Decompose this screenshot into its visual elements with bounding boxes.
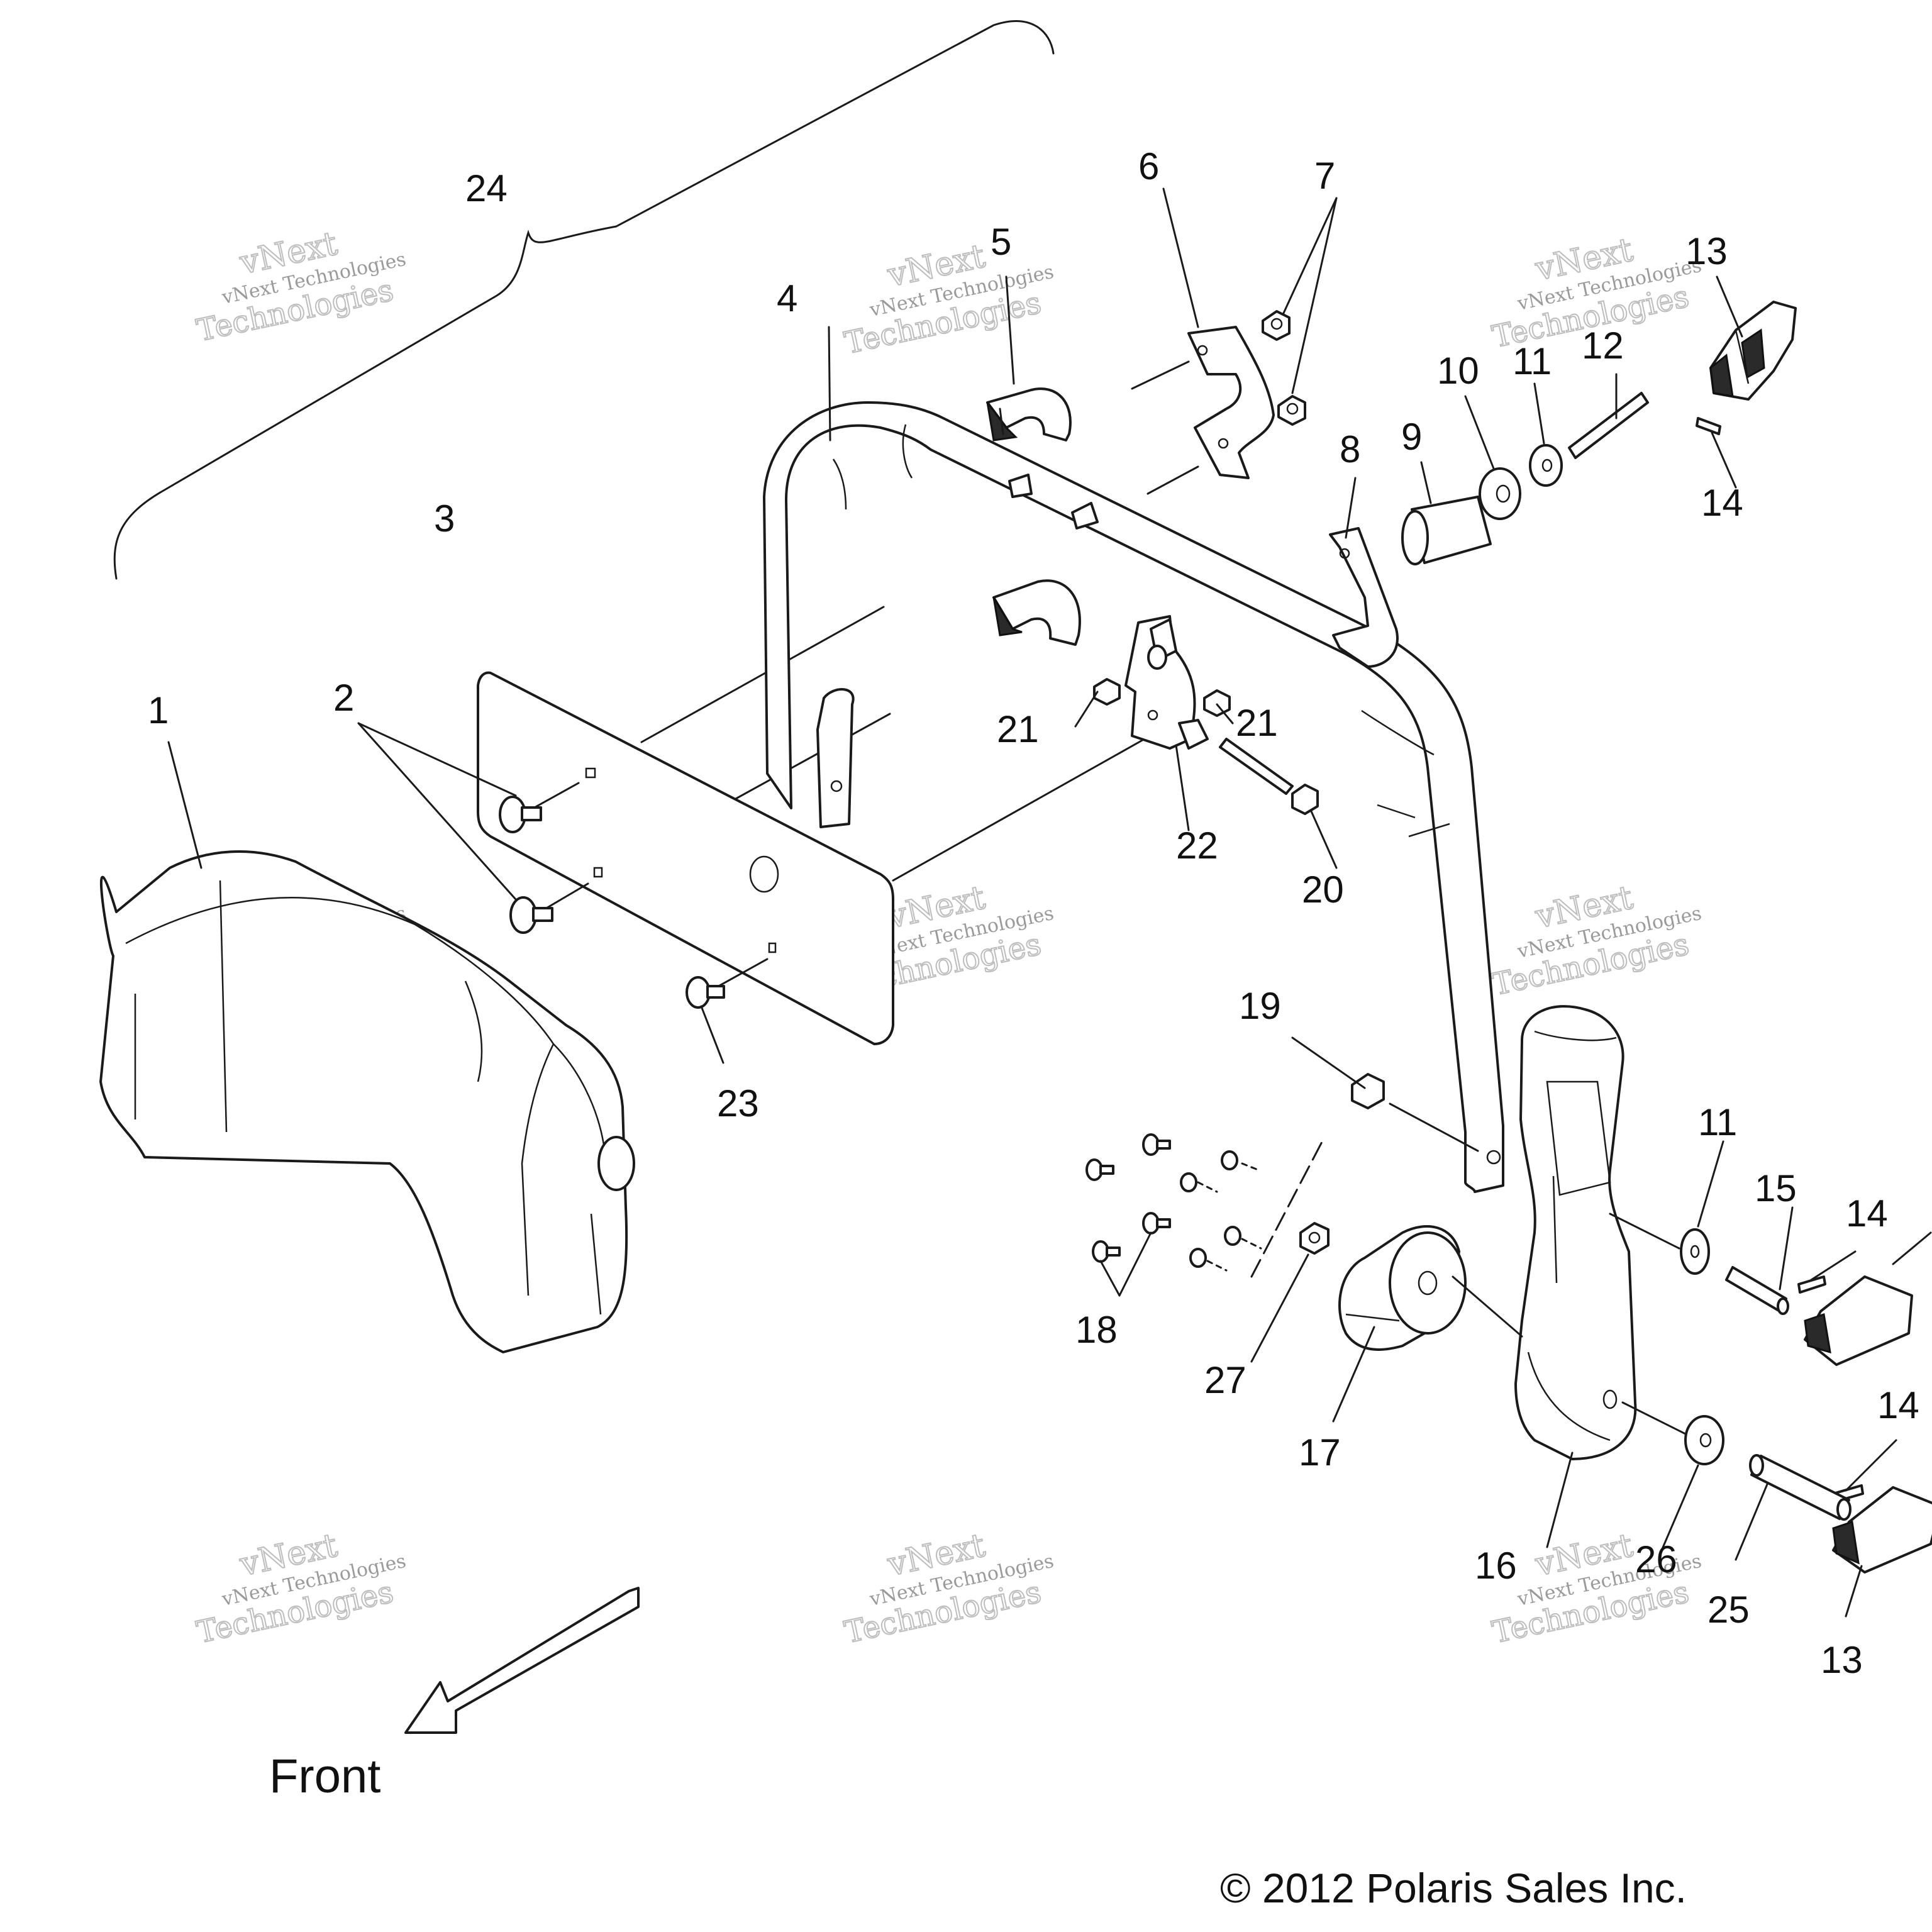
part-15-pin	[1725, 1266, 1789, 1315]
part-25-pin	[1749, 1454, 1852, 1521]
watermark: vNext vNext Technologies Technologies	[1489, 878, 1704, 1003]
callout-26: 26	[1635, 1538, 1677, 1580]
part-16-side-arm	[1514, 1005, 1637, 1460]
part-26-washer	[1684, 1415, 1724, 1465]
part-13-latch-mid	[1804, 1231, 1932, 1366]
callout-11b: 11	[1698, 1101, 1737, 1143]
callout-24: 24	[465, 167, 508, 209]
part-7-nut	[1277, 395, 1306, 426]
part-14-cotter-pin	[1696, 417, 1721, 435]
part-20-bolt	[1219, 738, 1319, 815]
part-11-washer	[1529, 444, 1563, 487]
part-19-nut	[1351, 1073, 1385, 1109]
watermark: vNext vNext Technologies Technologies	[841, 1526, 1056, 1651]
front-direction-arrow	[404, 1587, 640, 1734]
part-18-screw-set	[1085, 1133, 1325, 1278]
callout-13a: 13	[1685, 230, 1728, 272]
callout-9: 9	[1401, 416, 1422, 458]
callout-27: 27	[1204, 1359, 1246, 1401]
callout-20: 20	[1302, 869, 1344, 911]
callout-17: 17	[1299, 1431, 1341, 1474]
part-8-stop-bracket	[1329, 527, 1399, 668]
callout-14c: 14	[1877, 1384, 1919, 1426]
callout-7: 7	[1314, 155, 1335, 197]
callout-14a: 14	[1701, 482, 1743, 524]
front-label: Front	[269, 1750, 380, 1803]
part-6-bracket	[1131, 326, 1275, 495]
part-13-latch-lower	[1832, 1486, 1932, 1574]
part-4-grab-bar	[763, 401, 1504, 1193]
callout-1: 1	[148, 689, 169, 731]
watermark: vNext vNext Technologies Technologies	[193, 1526, 408, 1651]
part-3-backing-plate	[477, 671, 894, 1045]
part-10-bushing	[1479, 467, 1521, 520]
callout-leaders	[167, 187, 1897, 1618]
assembly-brace	[113, 20, 1055, 580]
watermark: vNext vNext Technologies Technologies	[841, 236, 1056, 362]
watermark: vNext vNext Technologies Technologies	[193, 224, 408, 349]
callout-8: 8	[1340, 428, 1360, 470]
part-14-cotter-pin-mid	[1797, 1275, 1826, 1294]
callout-13b: 13	[1821, 1639, 1863, 1681]
part-12-pin	[1568, 392, 1649, 459]
part-1-backrest-cushion	[99, 850, 635, 1353]
callout-5: 5	[991, 221, 1011, 263]
callout-4: 4	[777, 277, 797, 319]
callout-21a: 21	[997, 708, 1039, 750]
callout-19: 19	[1239, 985, 1281, 1027]
callout-2: 2	[333, 677, 354, 719]
copyright-notice: © 2012 Polaris Sales Inc.	[1220, 1865, 1687, 1911]
part-2-screw	[509, 882, 589, 934]
callout-10: 10	[1437, 350, 1479, 392]
part-2-screw	[499, 782, 580, 833]
callout-12: 12	[1582, 325, 1624, 367]
callout-23: 23	[717, 1082, 759, 1124]
part-7-nut	[1262, 310, 1291, 341]
part-13-latch	[1709, 301, 1797, 401]
part-27-nut	[1299, 1222, 1330, 1255]
callout-18: 18	[1075, 1309, 1118, 1351]
callout-25: 25	[1707, 1589, 1750, 1631]
part-11-washer-lower	[1680, 1228, 1710, 1275]
part-5-clamp-lower	[992, 579, 1081, 646]
callout-22: 22	[1176, 824, 1218, 867]
callout-16: 16	[1475, 1545, 1517, 1587]
callout-15: 15	[1755, 1167, 1797, 1209]
part-17-roller	[1338, 1225, 1467, 1351]
callout-3: 3	[434, 497, 455, 540]
part-21-nut-right	[1203, 689, 1231, 717]
callout-6: 6	[1138, 145, 1159, 187]
callout-21b: 21	[1236, 702, 1278, 744]
callout-14b: 14	[1846, 1192, 1888, 1235]
part-23-screw	[686, 958, 769, 1009]
part-22-hinge-bracket	[1124, 615, 1209, 750]
part-5-clamp	[986, 387, 1072, 441]
callout-11a: 11	[1513, 340, 1552, 382]
part-9-spacer	[1401, 496, 1492, 565]
